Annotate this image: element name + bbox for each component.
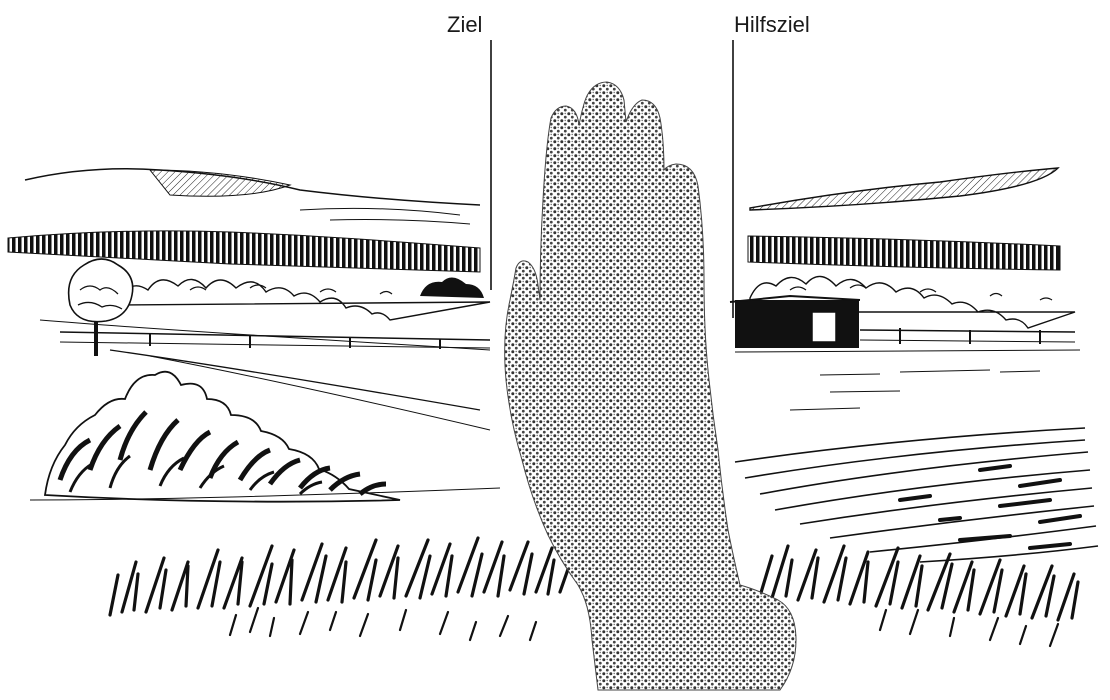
left-foreground-grass — [110, 538, 574, 615]
left-landscape — [8, 169, 574, 640]
left-tree — [69, 259, 133, 356]
right-foreground-grass — [760, 546, 1078, 620]
right-fence — [860, 330, 1075, 332]
right-forest-band — [748, 236, 1060, 270]
left-forest-band — [8, 231, 480, 272]
left-shrub-mass — [45, 372, 400, 502]
auxiliary-target-label: Hilfsziel — [734, 14, 810, 36]
right-ploughed-field — [735, 428, 1098, 562]
target-label: Ziel — [447, 14, 482, 36]
hand-silhouette — [505, 82, 796, 690]
auxiliary-target-building — [730, 296, 860, 348]
right-landscape — [730, 168, 1098, 646]
right-distant-hill — [750, 168, 1058, 210]
left-fence — [60, 332, 490, 340]
